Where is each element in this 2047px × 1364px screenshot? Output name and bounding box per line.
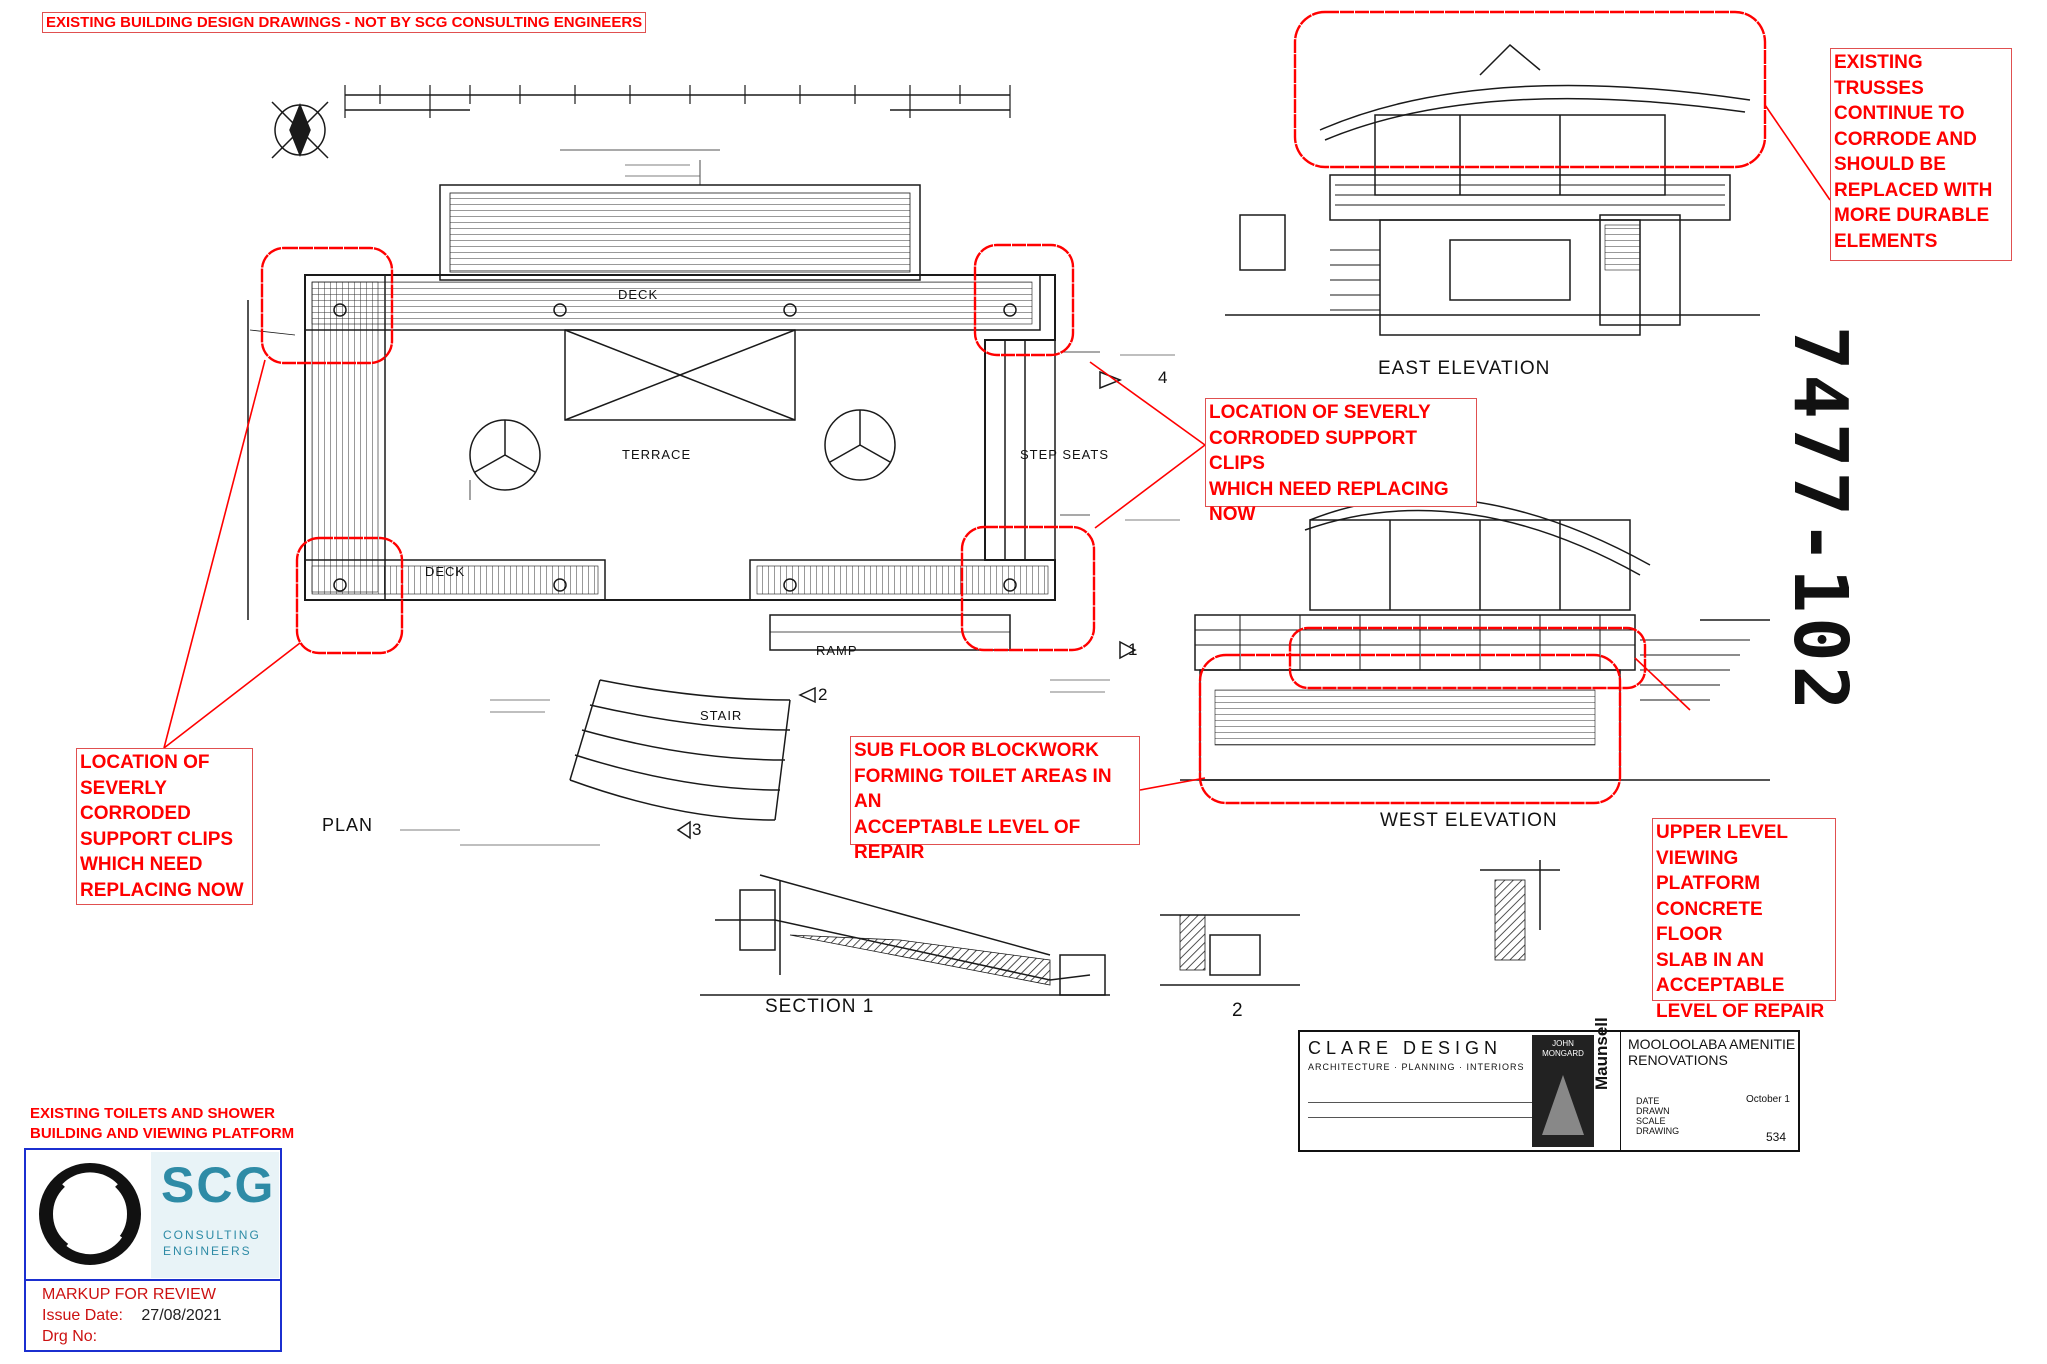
title-block: CLARE DESIGN ARCHITECTURE · PLANNING · I… <box>1298 1017 1800 1152</box>
ramp-label: RAMP <box>816 643 858 658</box>
field-date: DATE <box>1636 1096 1660 1106</box>
deck-top-label: DECK <box>618 287 659 302</box>
cloud-west-platform <box>1288 626 1647 690</box>
footer-caption-1: EXISTING TOILETS AND SHOWER <box>30 1105 276 1122</box>
issue-date-label: Issue Date: <box>42 1307 123 1324</box>
note-platform: UPPER LEVEL VIEWING PLATFORM CONCRETE FL… <box>1652 818 1836 1022</box>
scg-logo-panel: SCG CONSULTING ENGINEERS <box>151 1152 279 1278</box>
field-drawn: DRAWN <box>1636 1106 1670 1116</box>
section-2-label: 2 <box>1232 1000 1244 1021</box>
plan-label: PLAN <box>322 815 374 835</box>
note-trusses: EXISTING TRUSSES CONTINUE TO CORRODE AND… <box>1830 48 2012 261</box>
engineer-name: Maunsell <box>1592 1017 1611 1090</box>
note-clips-right: LOCATION OF SEVERLY CORRODED SUPPORT CLI… <box>1205 398 1477 525</box>
section-2-view <box>1160 860 1560 986</box>
firm-disciplines: ARCHITECTURE · PLANNING · INTERIORS <box>1308 1062 1525 1072</box>
section-1-view <box>700 874 1110 996</box>
east-elevation-view <box>1225 43 1760 336</box>
west-elevation-view <box>1180 497 1770 781</box>
stair-label: STAIR <box>700 708 743 723</box>
east-elevation-label: EAST ELEVATION <box>1378 358 1551 379</box>
drg-no-label: Drg No: <box>42 1328 98 1345</box>
scg-logo-block: SCG CONSULTING ENGINEERS MARKUP FOR REVI… <box>24 1148 282 1352</box>
cloud-plan-bottom-left <box>295 536 404 655</box>
markup-label: MARKUP FOR REVIEW <box>42 1286 216 1303</box>
plan-view <box>247 85 1180 846</box>
north-arrow-icon <box>271 101 329 159</box>
step-seats-label: STEP SEATS <box>1020 447 1109 462</box>
note-blockwork: SUB FLOOR BLOCKWORK FORMING TOILET AREAS… <box>850 736 1140 863</box>
header-title: EXISTING BUILDING DESIGN DRAWINGS - NOT … <box>42 12 647 33</box>
issue-date-value: 27/08/2021 <box>141 1307 222 1324</box>
section-mark-3: 3 <box>692 820 703 839</box>
field-scale: SCALE <box>1636 1116 1666 1126</box>
monogard-badge: JOHN MONGARD <box>1532 1035 1594 1147</box>
project-name: MOOLOOLABA AMENITIE <box>1628 1036 1796 1052</box>
scg-info-panel: MARKUP FOR REVIEW Issue Date: 27/08/2021… <box>26 1279 280 1350</box>
leader-lines <box>163 104 1831 791</box>
scg-logo-sub2: ENGINEERS <box>163 1244 252 1258</box>
section-mark-1: 1 <box>1128 640 1139 659</box>
section-mark-4: 4 <box>1158 368 1169 387</box>
issue-date-row: Issue Date: 27/08/2021 <box>42 1305 280 1326</box>
footer-caption-2: BUILDING AND VIEWING PLATFORM <box>30 1125 295 1142</box>
note-clips-left: LOCATION OF SEVERLY CORRODED SUPPORT CLI… <box>76 748 253 905</box>
project-subtitle: RENOVATIONS <box>1628 1052 1728 1068</box>
cloud-plan-bottom-right <box>960 525 1096 652</box>
cloud-plan-top-left <box>260 246 394 365</box>
monogard-badge-text: JOHN MONGARD <box>1542 1039 1584 1058</box>
scg-ring-logo-icon <box>39 1163 141 1265</box>
west-elevation-label: WEST ELEVATION <box>1380 810 1558 831</box>
sheet-number: 7477-102 <box>1777 325 1863 715</box>
terrace-label: TERRACE <box>622 447 692 462</box>
firm-name: CLARE DESIGN <box>1308 1038 1503 1058</box>
cloud-west-subfloor <box>1198 653 1622 805</box>
cloud-plan-top-right <box>973 243 1075 357</box>
section-1-label: SECTION 1 <box>765 996 875 1017</box>
revision-clouds <box>260 10 1767 805</box>
field-drawing: DRAWING <box>1636 1126 1680 1136</box>
section-mark-2: 2 <box>818 685 829 704</box>
drawing-value: 534 <box>1766 1130 1787 1144</box>
scg-logo-text: SCG <box>161 1157 276 1213</box>
date-value: October 1 <box>1746 1094 1790 1105</box>
deck-bottom-label: DECK <box>425 564 466 579</box>
scg-logo-sub1: CONSULTING <box>163 1228 261 1242</box>
cloud-east-roof <box>1293 10 1767 169</box>
